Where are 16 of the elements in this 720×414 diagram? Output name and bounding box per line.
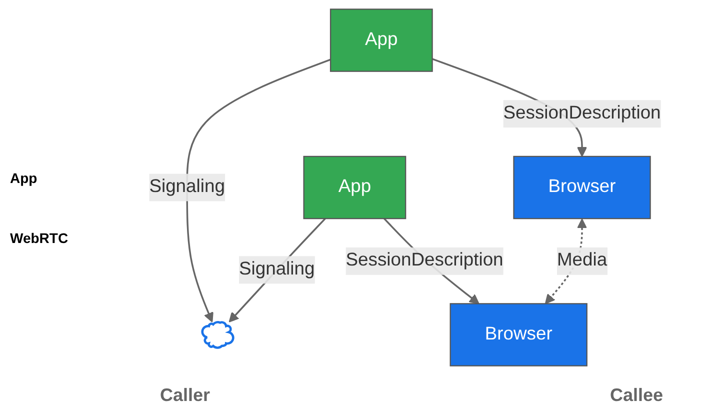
edge-label: SessionDescription: [503, 104, 661, 124]
edge-label: Media: [556, 250, 608, 270]
edge-label: Signaling: [149, 177, 225, 197]
layer-label: App: [10, 170, 38, 186]
layer-label: Callee: [610, 385, 664, 406]
node-box: Browser: [450, 303, 588, 366]
layer-label: WebRTC: [10, 230, 68, 246]
node-box: App: [303, 156, 406, 220]
edge-label: SessionDescription: [346, 250, 504, 270]
node-cloud: [201, 321, 234, 349]
edge-label: Signaling: [238, 260, 315, 280]
node-box: Browser: [513, 156, 651, 220]
arrow: [228, 218, 326, 322]
layer-label: Caller: [160, 385, 210, 406]
arrow: [186, 58, 331, 322]
node-box: App: [330, 8, 433, 72]
